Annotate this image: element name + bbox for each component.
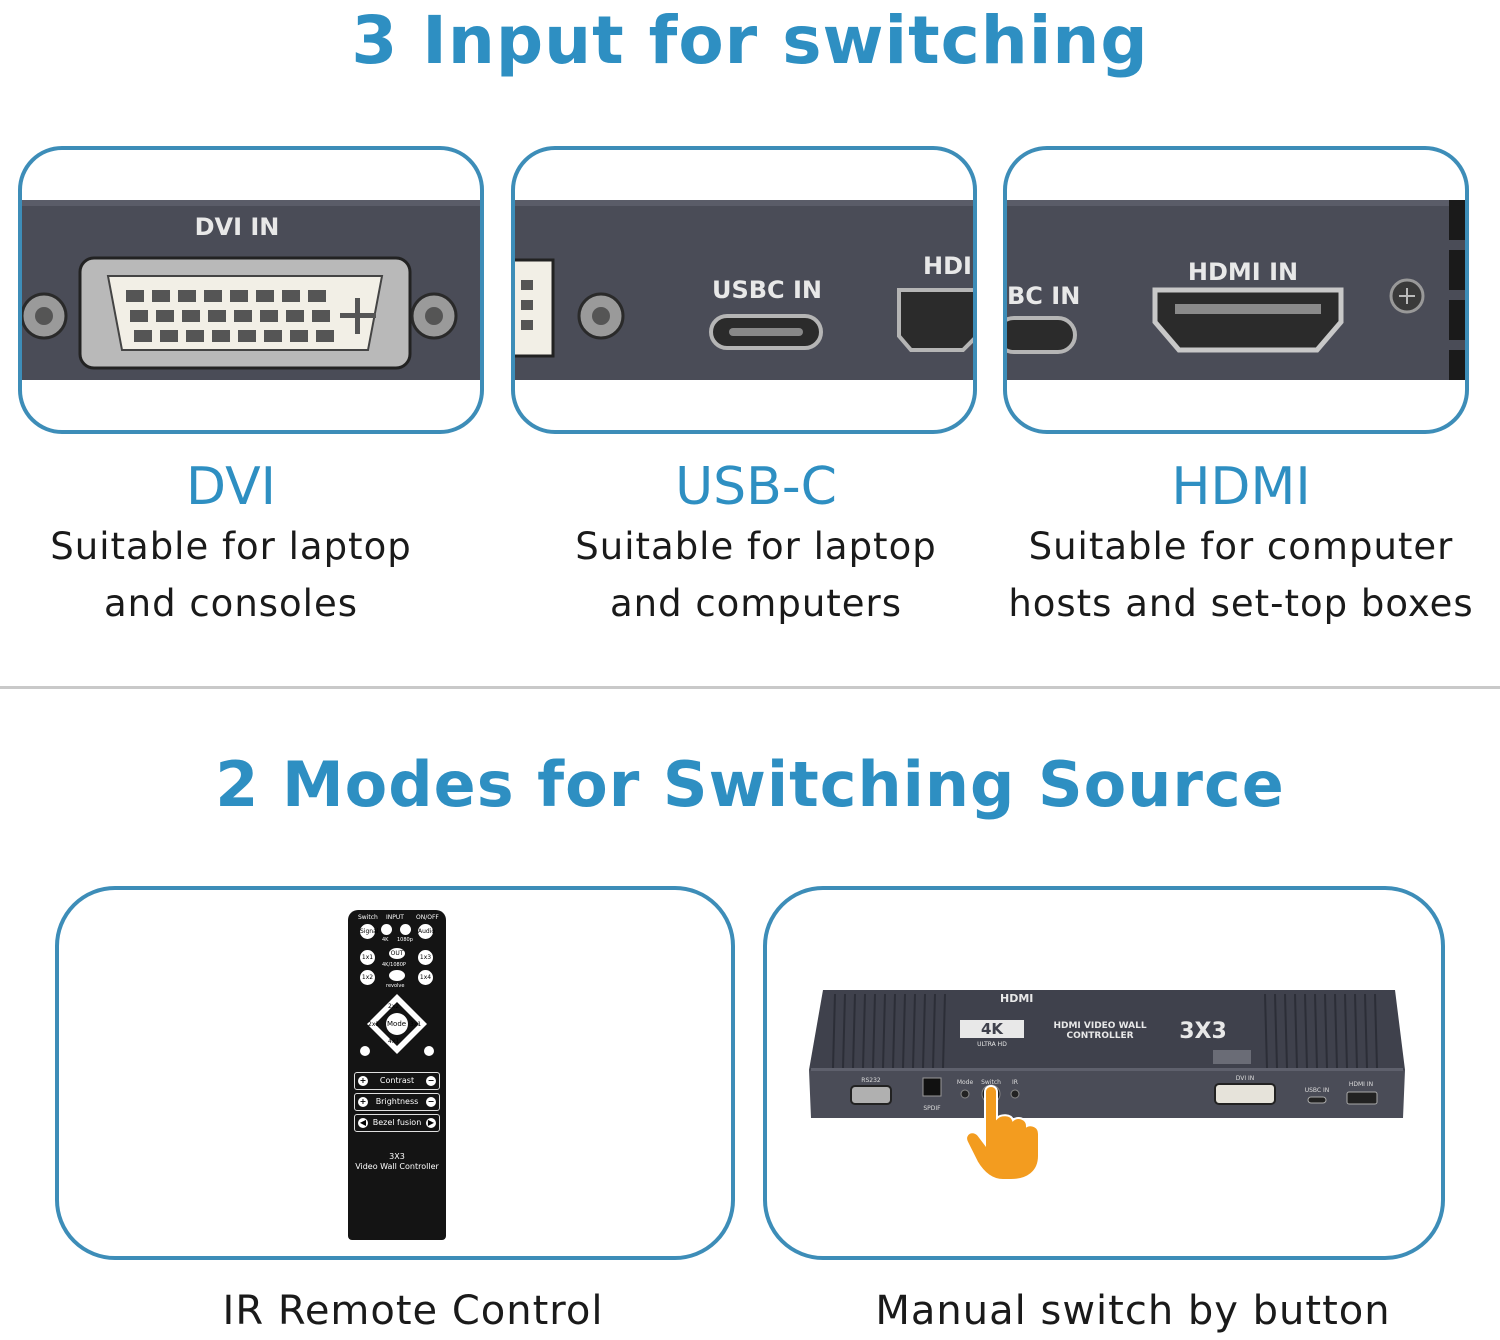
- remote-bezel-text: Bezel fusion: [372, 1118, 422, 1127]
- remote-dpad[interactable]: [365, 992, 429, 1056]
- hdmi-partial-label: HDI: [923, 252, 972, 280]
- remote-model-line1: 3X3: [389, 1152, 405, 1161]
- remote-2x1-text: 2x1: [368, 1021, 380, 1028]
- remote-input-text: INPUT: [386, 914, 404, 921]
- remote-mode-text: Mode: [387, 1020, 407, 1028]
- hdmi-port-photo: BC IN HDMI IN: [1007, 200, 1465, 380]
- remote-1x1-button[interactable]: 1x1: [360, 950, 375, 965]
- dvi-description: DVI Suitable for laptop and consoles: [0, 456, 466, 632]
- section1-title: 3 Input for switching: [351, 2, 1149, 79]
- device-rs232-label: RS232: [861, 1077, 881, 1084]
- dvi-desc-line2: and consoles: [103, 582, 359, 625]
- remote-revolve-text: revolve: [386, 983, 405, 989]
- ir-remote-card: Switch INPUT ON/OFF Signal Audio 4K 1080…: [55, 886, 735, 1260]
- device-size-label: 3X3: [1179, 1019, 1227, 1044]
- plus-icon: +: [358, 1076, 368, 1086]
- remote-1080p-text: 1080p: [397, 937, 413, 943]
- remote-right-button[interactable]: [424, 1046, 434, 1056]
- device-ir-label: IR: [1012, 1079, 1018, 1086]
- dvi-port-photo: DVI IN: [22, 200, 480, 380]
- usbc-port-photo: USBC IN HDI: [515, 200, 973, 380]
- remote-audio-button[interactable]: Audio: [418, 924, 435, 939]
- device-brand: HDMI: [1000, 992, 1033, 1005]
- device-line1: HDMI VIDEO WALL: [1053, 1021, 1146, 1031]
- remote-4k-text: 4K: [382, 937, 389, 943]
- remote-bezel-bar[interactable]: ◀ Bezel fusion ▶: [354, 1114, 440, 1132]
- remote-signal-button[interactable]: Signal: [360, 924, 378, 939]
- usbc-partial-label: BC IN: [1007, 282, 1080, 310]
- device-ultra-hd: ULTRA HD: [977, 1041, 1007, 1048]
- device-4k-badge: 4K: [981, 1020, 1004, 1038]
- remote-3x1-text: 3x1: [410, 1021, 422, 1028]
- hdmi-in-label: HDMI IN: [1188, 258, 1298, 286]
- hdmi-desc-line2: hosts and set-top boxes: [1008, 582, 1474, 625]
- manual-switch-label: Manual switch by button: [875, 1288, 1391, 1334]
- plus-icon: +: [358, 1097, 368, 1107]
- device-spdif-label: SPDIF: [923, 1105, 941, 1112]
- remote-out-mode-text: 4K/1080P: [382, 962, 406, 968]
- section-divider: [0, 686, 1500, 689]
- remote-2x2-text: 2x2: [388, 1003, 400, 1010]
- remote-revolve-button[interactable]: [389, 970, 405, 981]
- usbc-desc-line1: Suitable for laptop: [575, 525, 937, 568]
- remote-out-button[interactable]: OUT: [389, 948, 405, 959]
- hdmi-port-card: BC IN HDMI IN: [1003, 146, 1469, 434]
- dvi-port-card: DVI IN: [18, 146, 484, 434]
- remote-1x3-button[interactable]: 1x3: [418, 950, 433, 965]
- remote-1x4-button[interactable]: 1x4: [418, 970, 433, 985]
- dvi-desc-line1: Suitable for laptop: [50, 525, 412, 568]
- remote-contrast-bar[interactable]: + Contrast −: [354, 1072, 440, 1090]
- usbc-desc-line2: and computers: [609, 582, 903, 625]
- video-wall-controller-device: HDMI 4K ULTRA HD HDMI VIDEO WALL CONTROL…: [809, 990, 1405, 1180]
- hdmi-desc-line1: Suitable for computer: [1028, 525, 1454, 568]
- remote-left-button[interactable]: [360, 1046, 370, 1056]
- remote-contrast-text: Contrast: [379, 1076, 415, 1085]
- usbc-description: USB-C Suitable for laptop and computers: [521, 456, 991, 632]
- device-hdmi-in-label: HDMI IN: [1349, 1081, 1373, 1088]
- remote-onoff-text: ON/OFF: [416, 914, 439, 921]
- minus-icon: −: [426, 1076, 436, 1086]
- remote-brightness-text: Brightness: [375, 1097, 419, 1106]
- device-line2: CONTROLLER: [1066, 1031, 1133, 1041]
- ir-remote: Switch INPUT ON/OFF Signal Audio 4K 1080…: [348, 910, 446, 1240]
- remote-4k-button[interactable]: [381, 924, 392, 935]
- section2-title: 2 Modes for Switching Source: [215, 748, 1285, 821]
- remote-4x1-text: 4x1: [388, 1038, 400, 1045]
- hdmi-description: HDMI Suitable for computer hosts and set…: [1006, 456, 1476, 632]
- usbc-port-card: USBC IN HDI: [511, 146, 977, 434]
- chevron-right-icon: ▶: [426, 1118, 436, 1128]
- remote-model-line2: Video Wall Controller: [355, 1162, 439, 1171]
- usbc-in-label: USBC IN: [712, 276, 822, 304]
- remote-1080p-button[interactable]: [400, 924, 411, 935]
- hand-pointer-icon: [965, 1085, 1040, 1180]
- device-usbc-in-label: USBC IN: [1305, 1087, 1330, 1094]
- ir-remote-label: IR Remote Control: [222, 1288, 604, 1334]
- manual-switch-card: HDMI 4K ULTRA HD HDMI VIDEO WALL CONTROL…: [763, 886, 1445, 1260]
- dvi-in-label: DVI IN: [195, 213, 280, 241]
- dvi-title: DVI: [185, 457, 277, 517]
- minus-icon: −: [426, 1097, 436, 1107]
- device-switch-label: Switch: [981, 1079, 1001, 1086]
- remote-switch-text: Switch: [358, 914, 378, 921]
- chevron-left-icon: ◀: [358, 1118, 368, 1128]
- remote-brightness-bar[interactable]: + Brightness −: [354, 1093, 440, 1111]
- remote-1x2-button[interactable]: 1x2: [360, 970, 375, 985]
- usbc-title: USB-C: [675, 457, 837, 517]
- device-mode-label: Mode: [957, 1079, 974, 1086]
- device-dvi-in-label: DVI IN: [1236, 1075, 1255, 1082]
- hdmi-title: HDMI: [1171, 457, 1311, 517]
